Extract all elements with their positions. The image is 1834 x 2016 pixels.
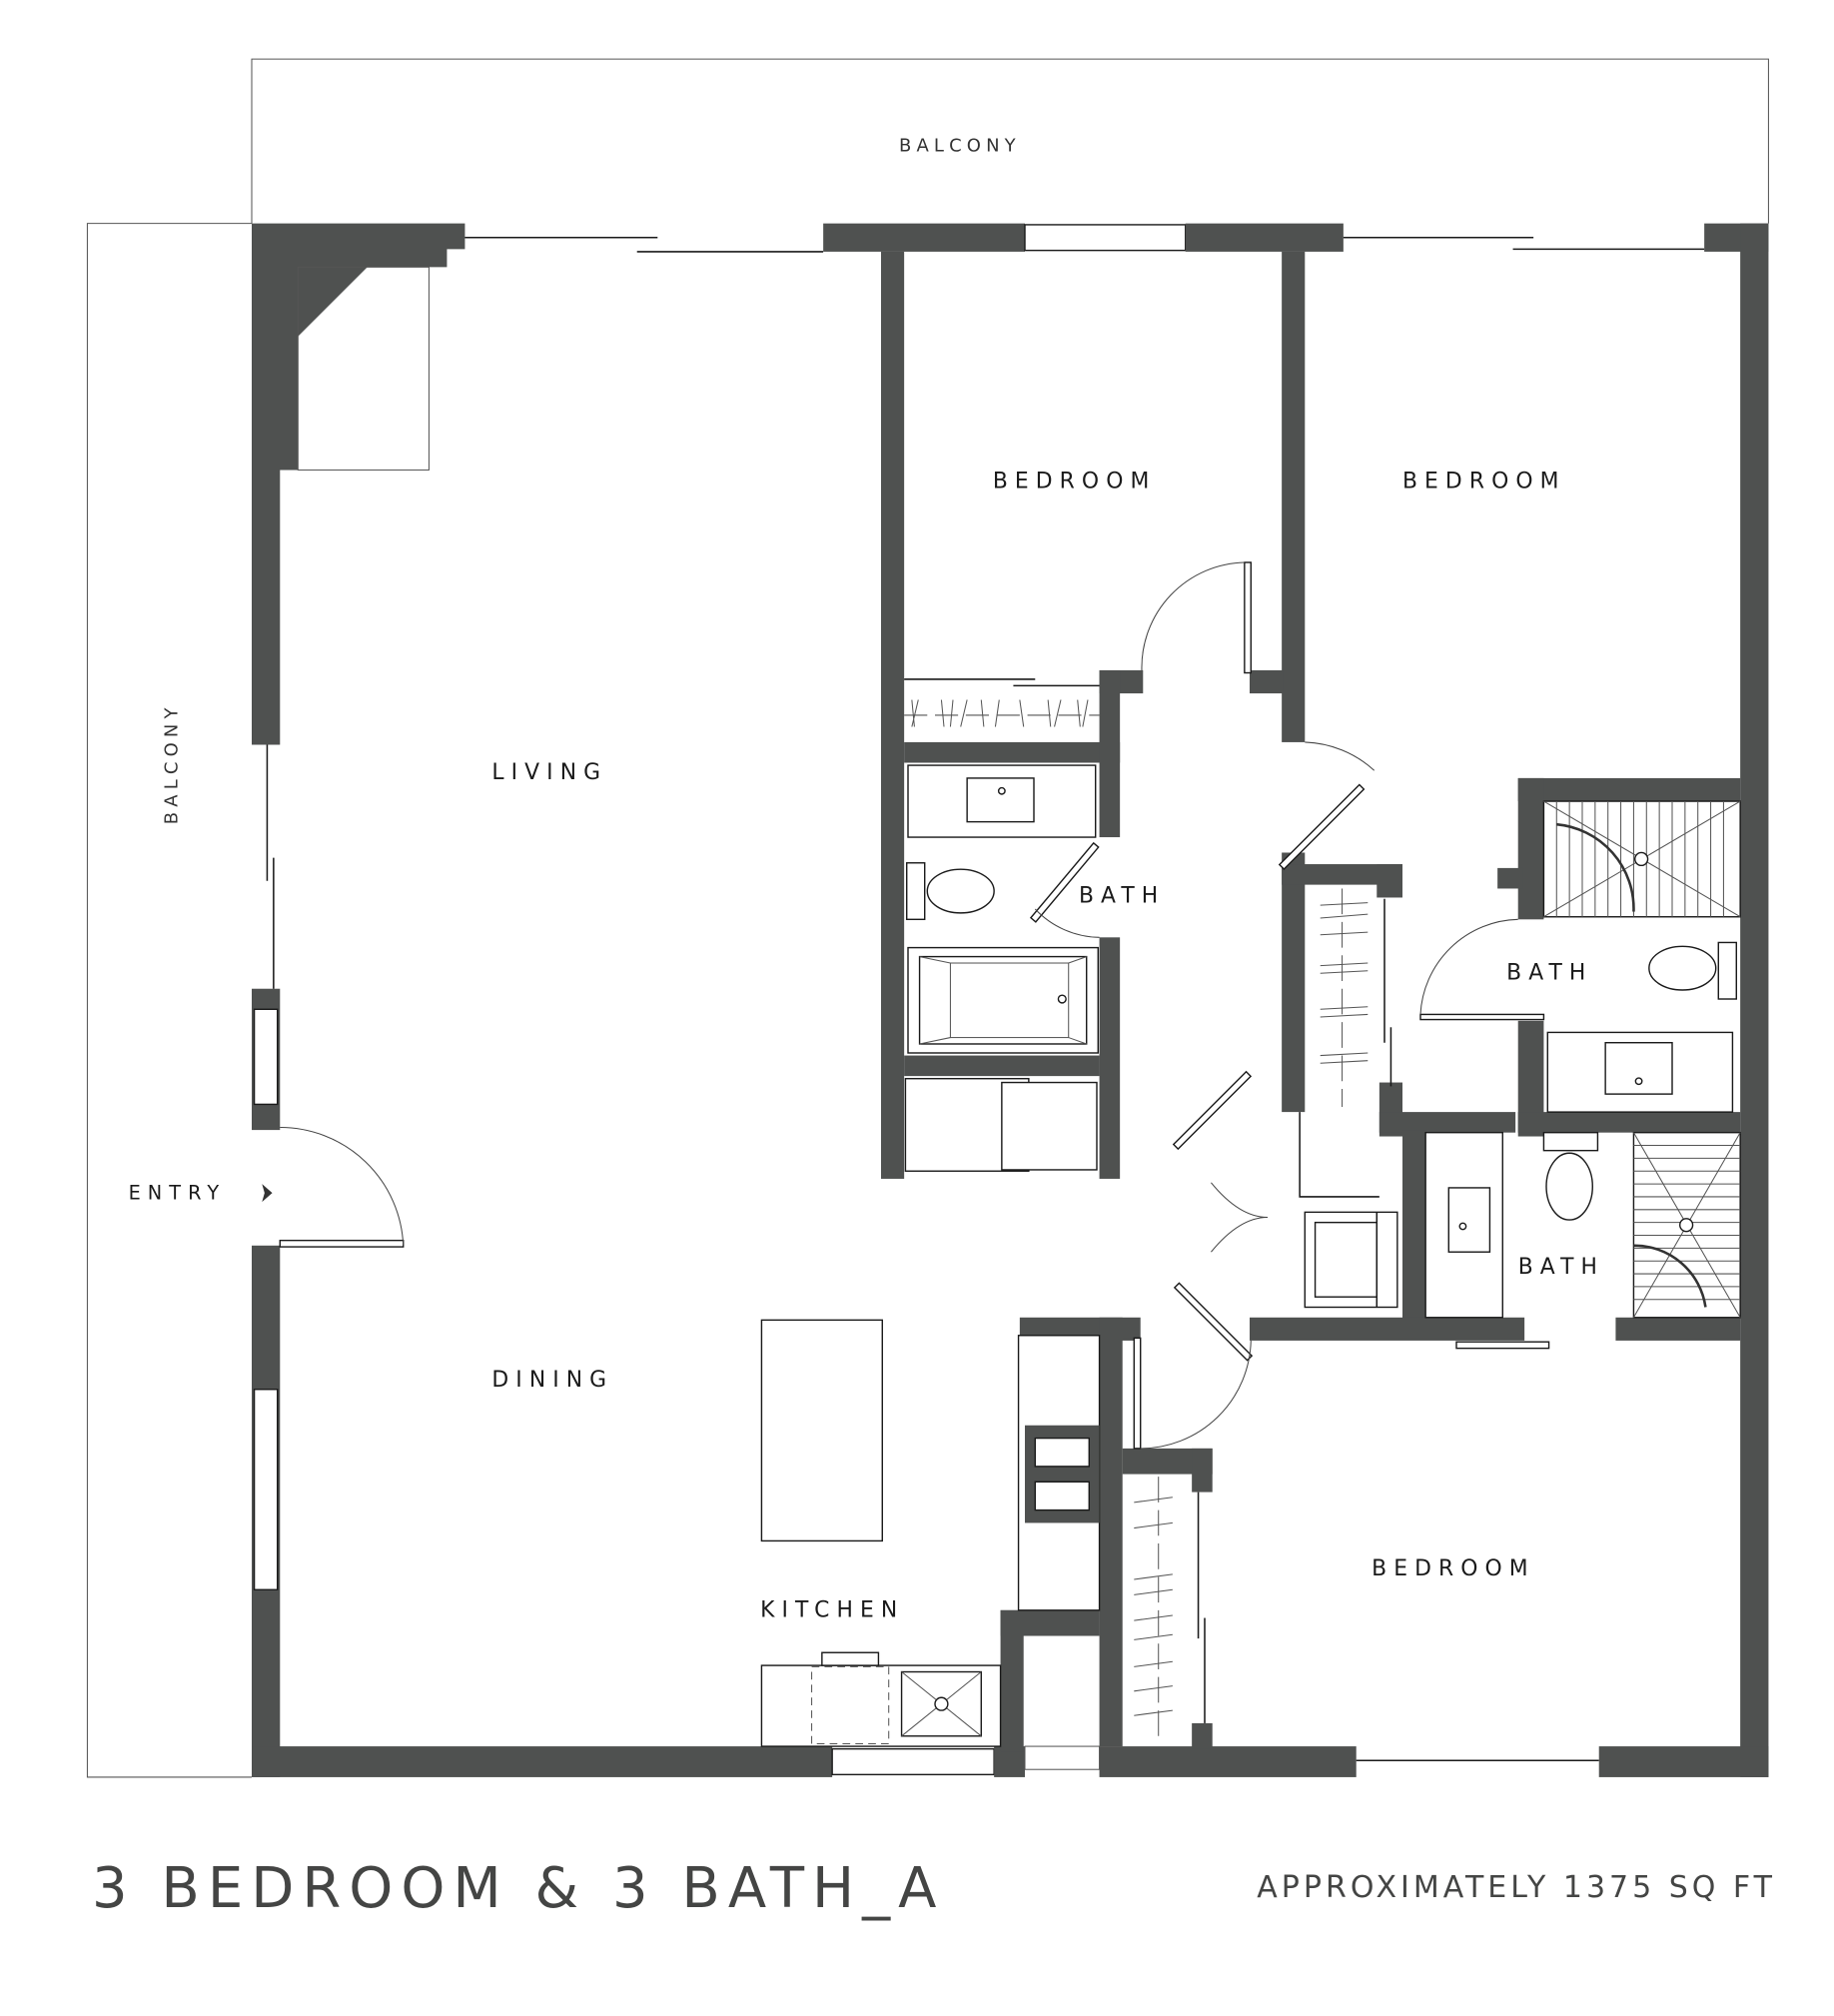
kitchen-label: KITCHEN: [760, 1597, 904, 1622]
closet-bedroom1: [904, 678, 1100, 727]
interior-walls: [881, 251, 1741, 1752]
entry-arrow-icon: [262, 1184, 273, 1203]
bath-2-label: BATH: [1506, 961, 1592, 986]
closet-hall: [1299, 888, 1392, 1198]
kitchen-fixtures: [760, 1319, 1101, 1747]
washer-dryer: [1304, 1211, 1398, 1309]
dining-label: DINING: [491, 1368, 613, 1393]
living-label: LIVING: [491, 760, 607, 785]
bedroom-1-label: BEDROOM: [993, 469, 1157, 494]
doors: [279, 561, 1550, 1450]
closet-bedroom3: [1134, 1477, 1206, 1741]
entry-label: ENTRY: [129, 1182, 227, 1205]
balcony-top: [251, 58, 1769, 224]
plan-title: 3 BEDROOM & 3 BATH_A: [92, 1856, 945, 1921]
balcony-left-label: BALCONY: [161, 702, 182, 824]
laundry-closet: [904, 1077, 1098, 1172]
bedroom-2-label: BEDROOM: [1402, 469, 1566, 494]
bath-1-label: BATH: [1079, 884, 1165, 909]
master-bath-fixtures: [1542, 800, 1741, 1113]
bath3-fixtures: [1424, 1131, 1741, 1319]
balcony-left: [86, 223, 253, 1778]
bath-3-label: BATH: [1518, 1255, 1604, 1280]
bath1-fixtures: [906, 764, 1099, 1054]
plan-area: APPROXIMATELY 1375 SQ FT: [1257, 1870, 1776, 1905]
balcony-top-label: BALCONY: [899, 136, 1021, 157]
bedroom-3-label: BEDROOM: [1372, 1556, 1535, 1581]
exterior-walls: [252, 223, 1769, 1777]
